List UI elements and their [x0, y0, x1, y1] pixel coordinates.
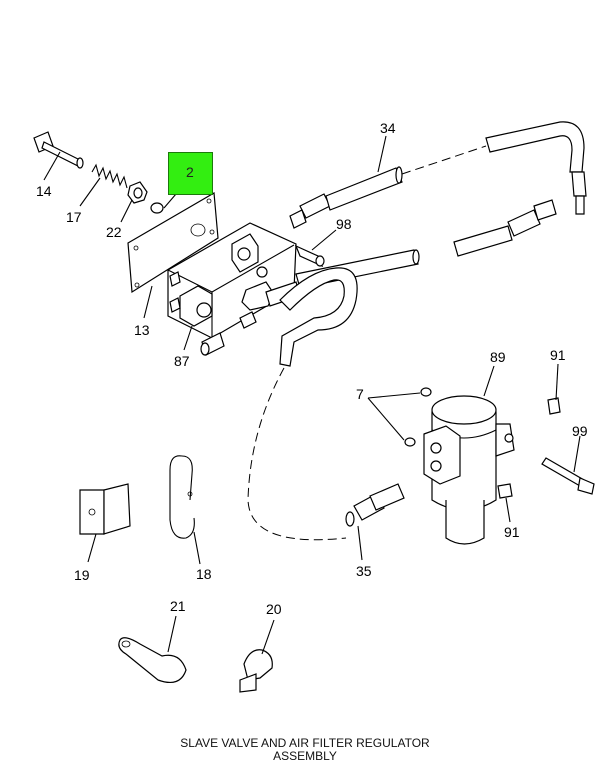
- callout-87: 87: [174, 353, 190, 369]
- callout-89: 89: [490, 349, 506, 365]
- part-7-o-ring-upper[interactable]: [420, 387, 432, 397]
- part-19-bracket[interactable]: [79, 483, 131, 535]
- callout-91-upper: 91: [550, 347, 566, 363]
- part-87-slave-valve[interactable]: [167, 222, 297, 356]
- part-89-air-filter-regulator[interactable]: [423, 395, 515, 545]
- part-20-p-clamp[interactable]: [239, 649, 273, 693]
- callout-7: 7: [356, 386, 364, 402]
- part-7-o-ring-lower[interactable]: [404, 437, 416, 447]
- part-22-nut[interactable]: [127, 181, 148, 204]
- leader-lines: [43, 135, 581, 655]
- callout-35: 35: [356, 563, 372, 579]
- part-91-plug-lower[interactable]: [497, 483, 513, 499]
- caption-line-2: ASSEMBLY: [273, 749, 337, 763]
- callout-99: 99: [572, 423, 588, 439]
- callout-21: 21: [170, 598, 186, 614]
- diagram-caption: SLAVE VALVE AND AIR FILTER REGULATOR ASS…: [0, 737, 610, 763]
- part-99-bolt[interactable]: [541, 457, 595, 495]
- callout-98: 98: [336, 216, 352, 232]
- callout-14: 14: [36, 183, 52, 199]
- part-17-spring[interactable]: [91, 163, 128, 189]
- callout-22: 22: [106, 224, 122, 240]
- callout-91-lower: 91: [504, 524, 520, 540]
- part-91-plug-upper[interactable]: [547, 397, 561, 415]
- callout-13: 13: [134, 322, 150, 338]
- part-2-o-ring[interactable]: [150, 202, 164, 214]
- callout-20: 20: [266, 601, 282, 617]
- part-13-gasket[interactable]: [127, 192, 219, 294]
- part-21-clamp[interactable]: [118, 637, 187, 683]
- part-14-bolt[interactable]: [33, 131, 84, 169]
- callout-17: 17: [66, 209, 82, 225]
- callout-18: 18: [196, 566, 212, 582]
- callout-19: 19: [74, 567, 90, 583]
- part-2-label: 2: [186, 164, 194, 180]
- part-2-highlight-box[interactable]: [168, 152, 213, 195]
- caption-line-1: SLAVE VALVE AND AIR FILTER REGULATOR: [180, 736, 430, 750]
- part-34-upper-hose[interactable]: [289, 121, 587, 289]
- callout-34: 34: [380, 120, 396, 136]
- part-35-lower-hose[interactable]: [247, 267, 405, 541]
- part-18-clip[interactable]: [169, 455, 195, 539]
- part-98-fitting[interactable]: [294, 244, 325, 268]
